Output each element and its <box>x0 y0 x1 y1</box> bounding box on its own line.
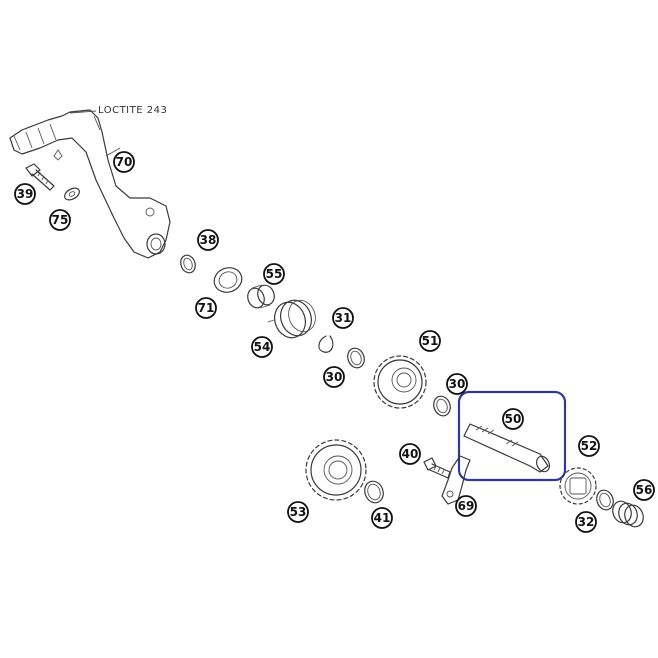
washer-30b-drawing <box>433 395 451 417</box>
spring-54-drawing <box>267 299 316 339</box>
shaft-50-drawing <box>463 423 551 473</box>
ring-38-drawing <box>180 254 196 274</box>
svg-text:71: 71 <box>198 301 215 315</box>
badge-31: 31 <box>332 307 354 329</box>
badge-40: 40 <box>399 443 421 465</box>
gear-52-drawing <box>559 467 597 505</box>
badge-39: 39 <box>14 183 36 205</box>
svg-text:53: 53 <box>290 505 307 519</box>
bolt-40-drawing <box>423 457 451 479</box>
svg-text:54: 54 <box>254 340 271 354</box>
badge-70: 70 <box>113 151 135 173</box>
svg-text:41: 41 <box>374 511 391 525</box>
svg-text:38: 38 <box>200 233 217 247</box>
badge-54: 54 <box>251 336 273 358</box>
spring-56-drawing <box>612 500 644 528</box>
washer-30a-drawing <box>347 347 365 369</box>
svg-text:52: 52 <box>581 439 598 453</box>
seal-71-drawing <box>213 267 243 293</box>
badge-56: 56 <box>633 479 655 501</box>
badge-41: 41 <box>371 507 393 529</box>
loctite-note: LOCTITE 243 <box>98 105 167 116</box>
gear-53-drawing <box>305 439 367 501</box>
svg-text:51: 51 <box>422 334 439 348</box>
washer-41-drawing <box>364 480 384 504</box>
bolt-39-drawing <box>25 163 55 191</box>
circlip-31-drawing <box>318 335 334 353</box>
highlight-box-50 <box>457 390 567 482</box>
guide-plate-69-drawing <box>441 455 471 505</box>
gear-51-drawing <box>373 355 427 409</box>
badge-50: 50 <box>502 408 524 430</box>
svg-text:30: 30 <box>326 370 343 384</box>
svg-text:69: 69 <box>458 499 475 513</box>
svg-text:55: 55 <box>266 267 283 281</box>
badge-69: 69 <box>455 495 477 517</box>
svg-text:56: 56 <box>636 483 653 497</box>
svg-text:50: 50 <box>505 412 522 426</box>
svg-text:40: 40 <box>402 447 419 461</box>
badge-52: 52 <box>578 435 600 457</box>
badge-51: 51 <box>419 330 441 352</box>
badge-30b: 30 <box>446 373 468 395</box>
washer-32-drawing <box>596 489 614 511</box>
svg-text:70: 70 <box>116 155 133 169</box>
bushing-55-drawing <box>247 284 275 309</box>
svg-text:31: 31 <box>335 311 352 325</box>
svg-text:75: 75 <box>52 213 69 227</box>
badge-53: 53 <box>287 501 309 523</box>
svg-text:30: 30 <box>449 377 466 391</box>
kick-lever-drawing <box>9 109 171 259</box>
badge-32: 32 <box>575 511 597 533</box>
badge-38: 38 <box>197 229 219 251</box>
badge-75: 75 <box>49 209 71 231</box>
badge-30a: 30 <box>323 366 345 388</box>
badge-71: 71 <box>195 297 217 319</box>
washer-75-drawing <box>64 187 80 201</box>
svg-text:39: 39 <box>17 187 34 201</box>
svg-text:32: 32 <box>578 515 595 529</box>
badge-55: 55 <box>263 263 285 285</box>
